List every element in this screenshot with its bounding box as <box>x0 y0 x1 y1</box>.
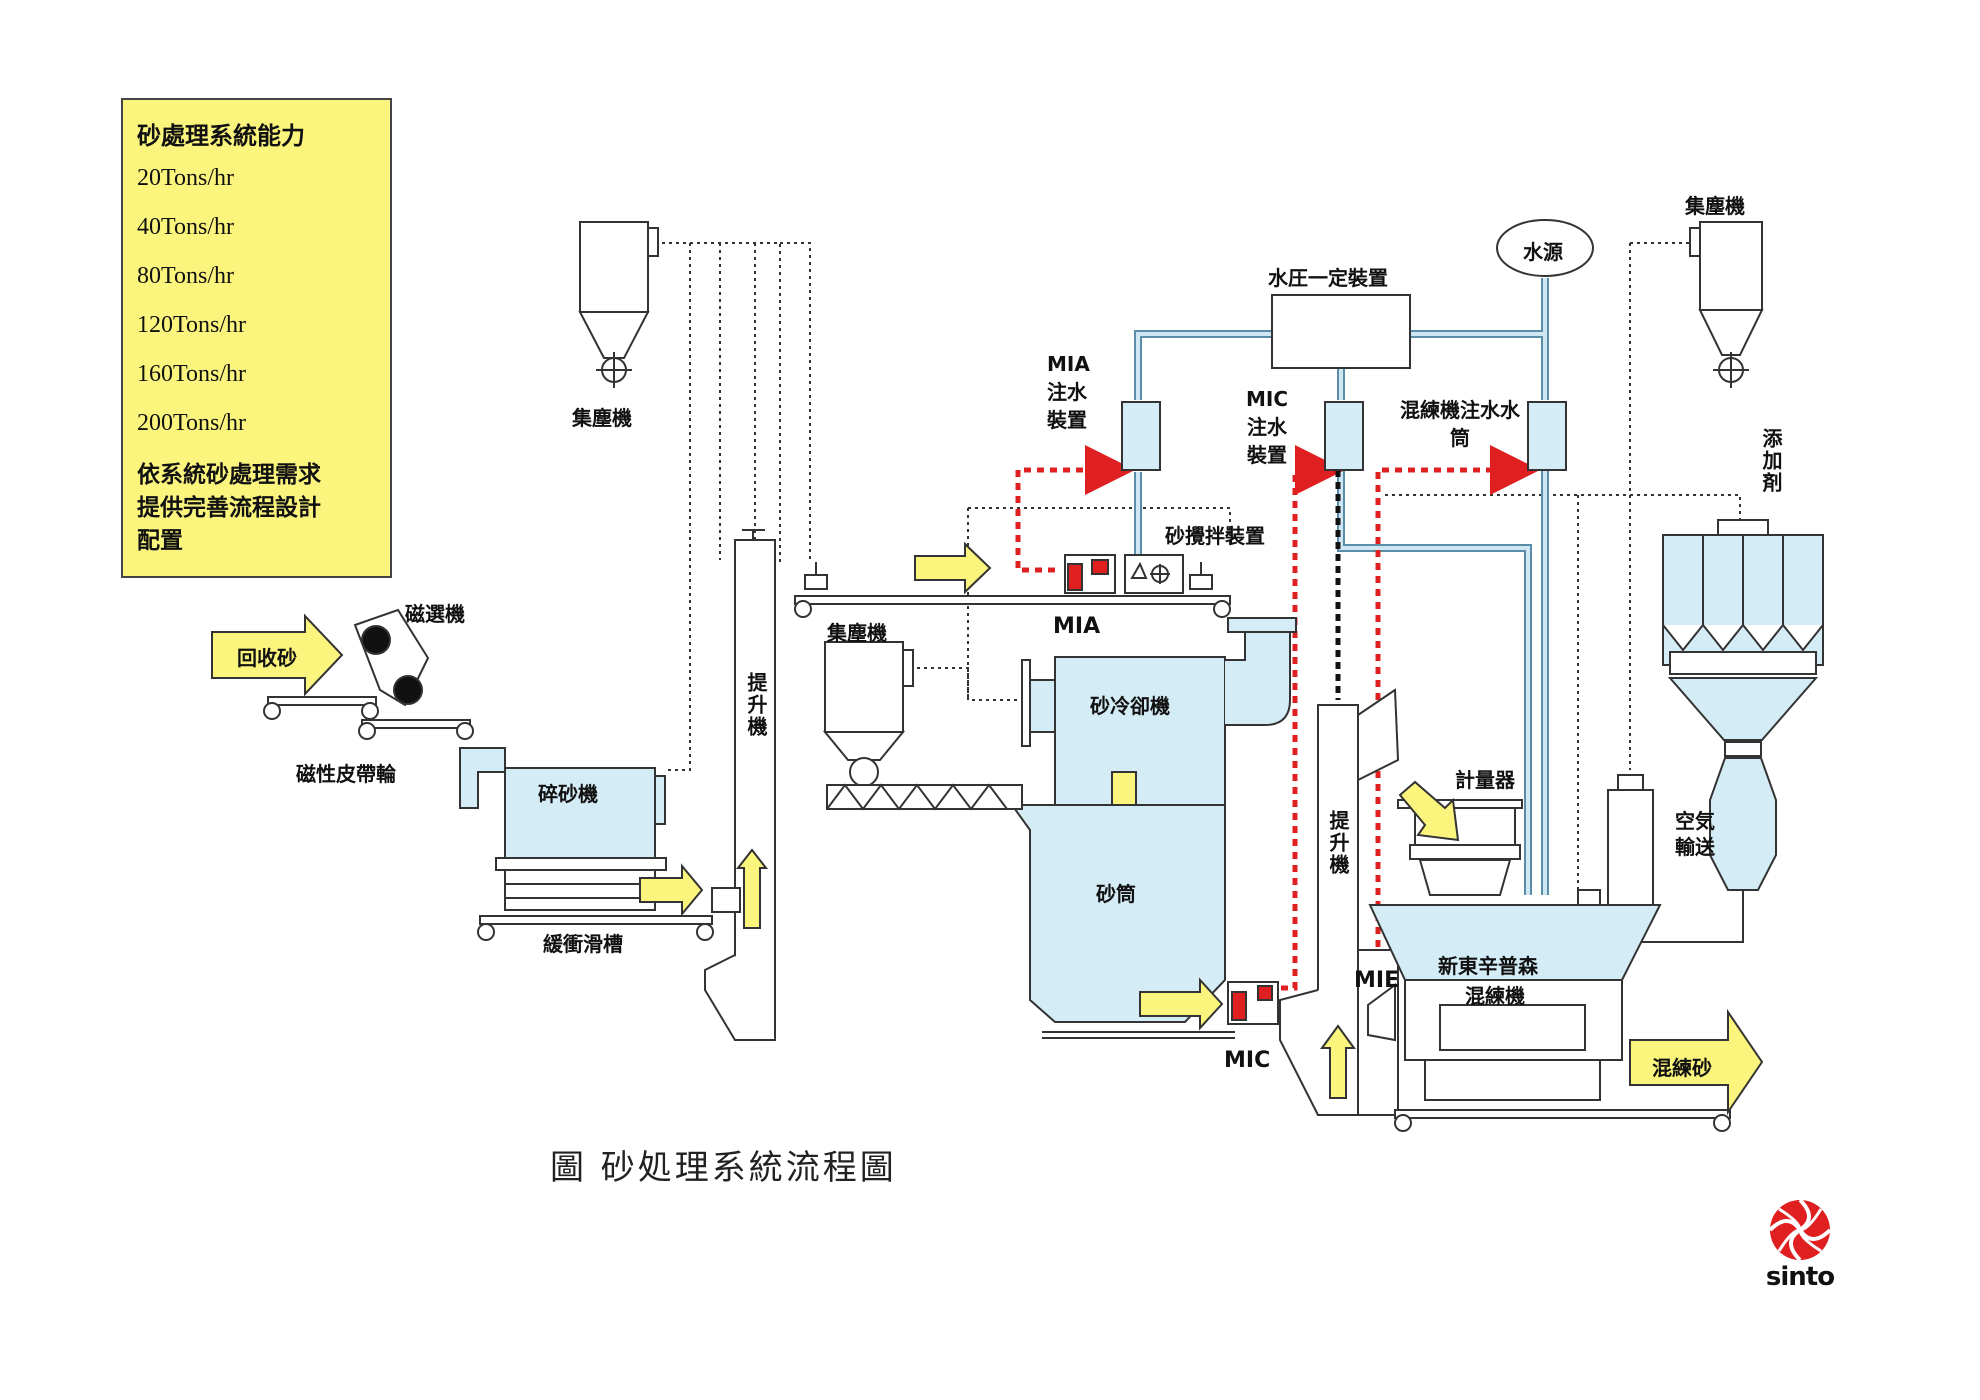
label-elevator-left: 提升機 <box>744 672 768 738</box>
return-sand-arrow <box>211 613 344 697</box>
dust-collector-right <box>1689 221 1764 388</box>
label-mie: MIE <box>1354 968 1400 993</box>
label-weigher: 計量器 <box>1455 768 1515 792</box>
arrow-elevator-up <box>735 848 769 929</box>
capacity-option: 40Tons/hr <box>137 214 234 240</box>
sinto-logo: sinto <box>1760 1200 1840 1292</box>
sinto-logo-mark <box>1768 1198 1832 1262</box>
arrow-to-chute <box>639 863 704 917</box>
logo-text: sinto <box>1765 1262 1835 1292</box>
weigher-shape <box>1397 799 1523 896</box>
capacity-option: 120Tons/hr <box>137 312 246 338</box>
capacity-desc-line: 配置 <box>137 528 183 554</box>
mixed-sand-arrow <box>1629 1008 1764 1116</box>
label-dust-collector-left: 集塵機 <box>572 406 632 430</box>
water-source-ellipse <box>1496 219 1594 277</box>
water-tanks <box>1121 401 1567 471</box>
capacity-option: 160Tons/hr <box>137 361 246 387</box>
label-mic: MIC <box>1224 1048 1271 1073</box>
mia-unit-shape <box>1064 554 1184 594</box>
arrow-weigher <box>1398 780 1460 842</box>
label-water-pressure: 水圧一定裝置 <box>1268 266 1388 290</box>
label-crusher: 碎砂機 <box>538 782 598 806</box>
dust-collector-left <box>578 221 659 388</box>
label-mixer: 混練機 <box>1465 984 1525 1008</box>
label-mixed-sand: 混練砂 <box>1652 1056 1712 1080</box>
label-additive: 添加剤 <box>1759 428 1783 494</box>
arrow-elevator-right-up <box>1320 1024 1356 1099</box>
capacity-desc-line: 提供完善流程設計 <box>137 495 321 521</box>
capacity-panel: 砂處理系統能力 20Tons/hr 40Tons/hr 80Tons/hr 12… <box>121 98 392 578</box>
label-mixer-water: 混練機注水水筒 <box>1400 398 1520 450</box>
label-magnetic-separator: 磁選機 <box>405 602 465 626</box>
capacity-heading: 砂處理系統能力 <box>137 122 305 150</box>
capacity-option: 20Tons/hr <box>137 165 234 191</box>
additive-hopper-shape <box>1590 519 1824 943</box>
belt-conveyors-left <box>263 696 474 740</box>
label-elevator-right: 提升機 <box>1326 810 1350 876</box>
arrow-top-conveyor <box>914 541 992 595</box>
mie-tank <box>1607 774 1654 906</box>
crusher-shape <box>459 747 714 941</box>
label-sand-silo: 砂筒 <box>1096 882 1136 906</box>
label-buffer-chute: 緩衝滑槽 <box>543 932 623 956</box>
magnetic-separator-shape <box>353 608 430 707</box>
water-pressure-box <box>1271 294 1411 369</box>
mixer-shape <box>1367 889 1731 1132</box>
label-mia: MIA <box>1053 614 1101 639</box>
label-mixer-name: 新東辛普森 <box>1438 954 1538 978</box>
dust-collector-mid-shape <box>822 641 1023 811</box>
sand-silo-shape <box>1010 804 1235 1039</box>
label-return-sand: 回收砂 <box>237 646 297 670</box>
arrow-silo-out <box>1139 977 1224 1031</box>
label-water-source: 水源 <box>1523 240 1563 264</box>
label-dust-collector-right: 集塵機 <box>1685 194 1745 218</box>
label-dust-collector-mid: 集塵機 <box>827 621 887 645</box>
capacity-desc-line: 依系統砂處理需求 <box>137 462 321 488</box>
label-cooler: 砂冷卻機 <box>1090 694 1170 718</box>
cooler-shape <box>1021 617 1297 806</box>
elevator-left-shape <box>704 529 776 1041</box>
capacity-option: 200Tons/hr <box>137 410 246 436</box>
capacity-option: 80Tons/hr <box>137 263 234 289</box>
figure-title: 圖 砂処理系統流程圖 <box>550 1148 897 1188</box>
label-stirrer: 砂攪拌裝置 <box>1165 524 1265 548</box>
label-magnetic-belt: 磁性皮帶輪 <box>296 762 396 786</box>
label-mia-water: MIA注水裝置 <box>1047 352 1090 432</box>
label-mic-water: MIC注水裝置 <box>1245 387 1289 467</box>
label-pneumatic: 空気輸送 <box>1675 809 1715 859</box>
top-conveyor <box>794 562 1231 618</box>
mic-unit-shape <box>1227 981 1279 1025</box>
